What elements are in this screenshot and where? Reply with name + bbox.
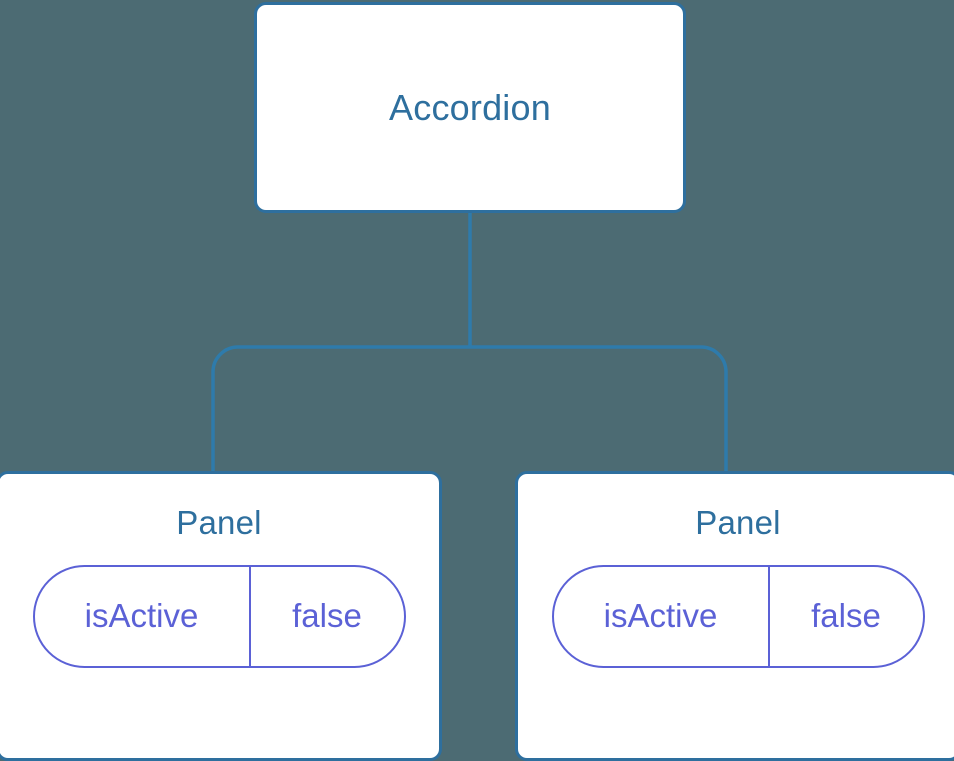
edge-fork-to-panel-left <box>211 345 470 474</box>
prop-key: isActive <box>35 567 251 666</box>
prop-pill-isactive[interactable]: isActive false <box>551 565 925 668</box>
prop-value: false <box>292 596 362 634</box>
prop-value: false <box>811 596 881 634</box>
prop-key: isActive <box>554 567 770 666</box>
node-title: Accordion <box>389 86 551 128</box>
edge-fork-to-panel-right <box>470 345 728 474</box>
prop-pill-isactive[interactable]: isActive false <box>32 565 406 668</box>
node-accordion[interactable]: Accordion <box>254 2 686 213</box>
node-panel-left[interactable]: Panel isActive false <box>0 471 442 761</box>
node-title: Panel <box>176 504 262 541</box>
node-title: Panel <box>695 504 781 541</box>
node-panel-right[interactable]: Panel isActive false <box>515 471 954 761</box>
